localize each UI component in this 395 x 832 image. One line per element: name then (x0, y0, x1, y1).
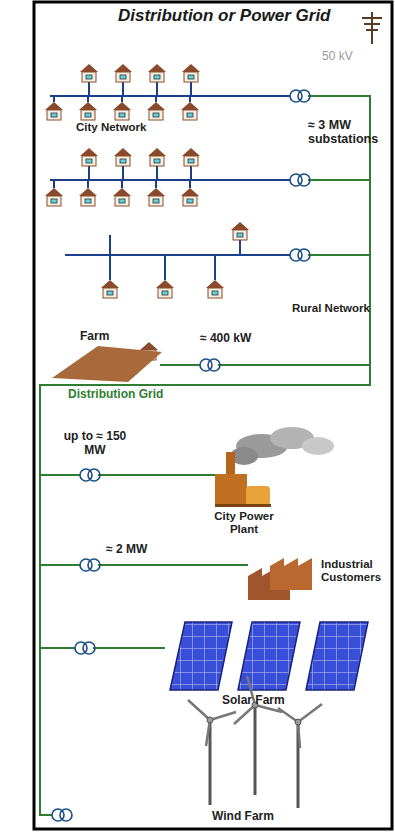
grid-label: Distribution Grid (68, 388, 163, 402)
grid-label: Rural Network (292, 302, 370, 315)
grid-label: Wind Farm (212, 810, 274, 824)
farm-field (52, 346, 162, 382)
transformers (52, 90, 310, 821)
grid-lines (40, 96, 370, 815)
grid-label: ≈ 3 MW substations (308, 118, 388, 147)
houses (45, 64, 249, 360)
grid-label: 50 kV (322, 50, 353, 64)
factory (248, 558, 312, 600)
grid-label: City Network (76, 121, 146, 134)
grid-label: ≈ 400 kW (200, 332, 251, 346)
diagram-title: Distribution or Power Grid (118, 6, 331, 26)
solar-panels (170, 622, 368, 690)
grid-label: up to ≈ 150 MW (55, 430, 135, 458)
grid-label: Industrial Customers (321, 558, 387, 584)
wind-turbines (188, 676, 322, 808)
grid-label: Farm (80, 330, 109, 344)
grid-label: City Power Plant (204, 510, 284, 536)
pole-icon (362, 12, 382, 44)
panel-border (34, 2, 392, 829)
grid-label: ≈ 2 MW (106, 543, 147, 557)
power-plant (215, 427, 334, 507)
grid-label: Solar Farm (222, 694, 285, 708)
city-network (50, 82, 292, 280)
